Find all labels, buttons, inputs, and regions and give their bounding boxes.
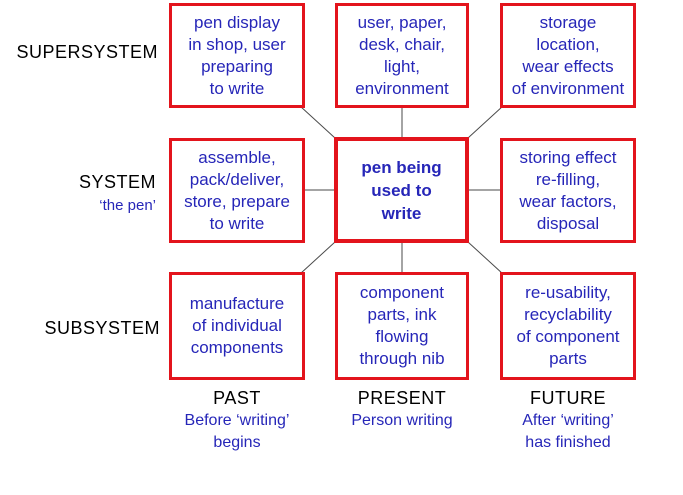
box-system-present: pen being used to write: [334, 137, 469, 243]
column-sublabel-present: Person writing: [351, 412, 453, 429]
box-subsystem-future: re-usability, recyclability of component…: [500, 272, 636, 380]
connector-sub-past: [299, 241, 336, 275]
connector-super-future: [467, 105, 504, 139]
connector-sub-future: [467, 241, 504, 275]
box-subsystem-past: manufacture of individual components: [169, 272, 305, 380]
row-sublabel-system: ‘the pen’: [99, 197, 156, 214]
box-supersystem-past: pen display in shop, user preparing to w…: [169, 3, 305, 108]
row-label-system: SYSTEM: [78, 172, 156, 192]
row-label-supersystem: SUPERSYSTEM: [16, 42, 158, 62]
column-sublabel-future: After ‘writing’ has finished: [522, 412, 614, 451]
box-system-past: assemble, pack/deliver, store, prepare t…: [169, 138, 305, 243]
connector-super-past: [299, 105, 336, 139]
box-subsystem-present: component parts, ink flowing through nib: [335, 272, 469, 380]
box-supersystem-future: storage location, wear effects of enviro…: [500, 3, 636, 108]
column-label-past: PAST: [213, 388, 261, 408]
column-label-present: PRESENT: [357, 388, 447, 408]
column-sublabel-past: Before ‘writing’ begins: [184, 412, 290, 451]
box-system-future: storing effect re-filling, wear factors,…: [500, 138, 636, 243]
row-label-subsystem: SUBSYSTEM: [44, 318, 160, 338]
column-label-future: FUTURE: [530, 388, 606, 408]
box-supersystem-present: user, paper, desk, chair, light, environ…: [335, 3, 469, 108]
